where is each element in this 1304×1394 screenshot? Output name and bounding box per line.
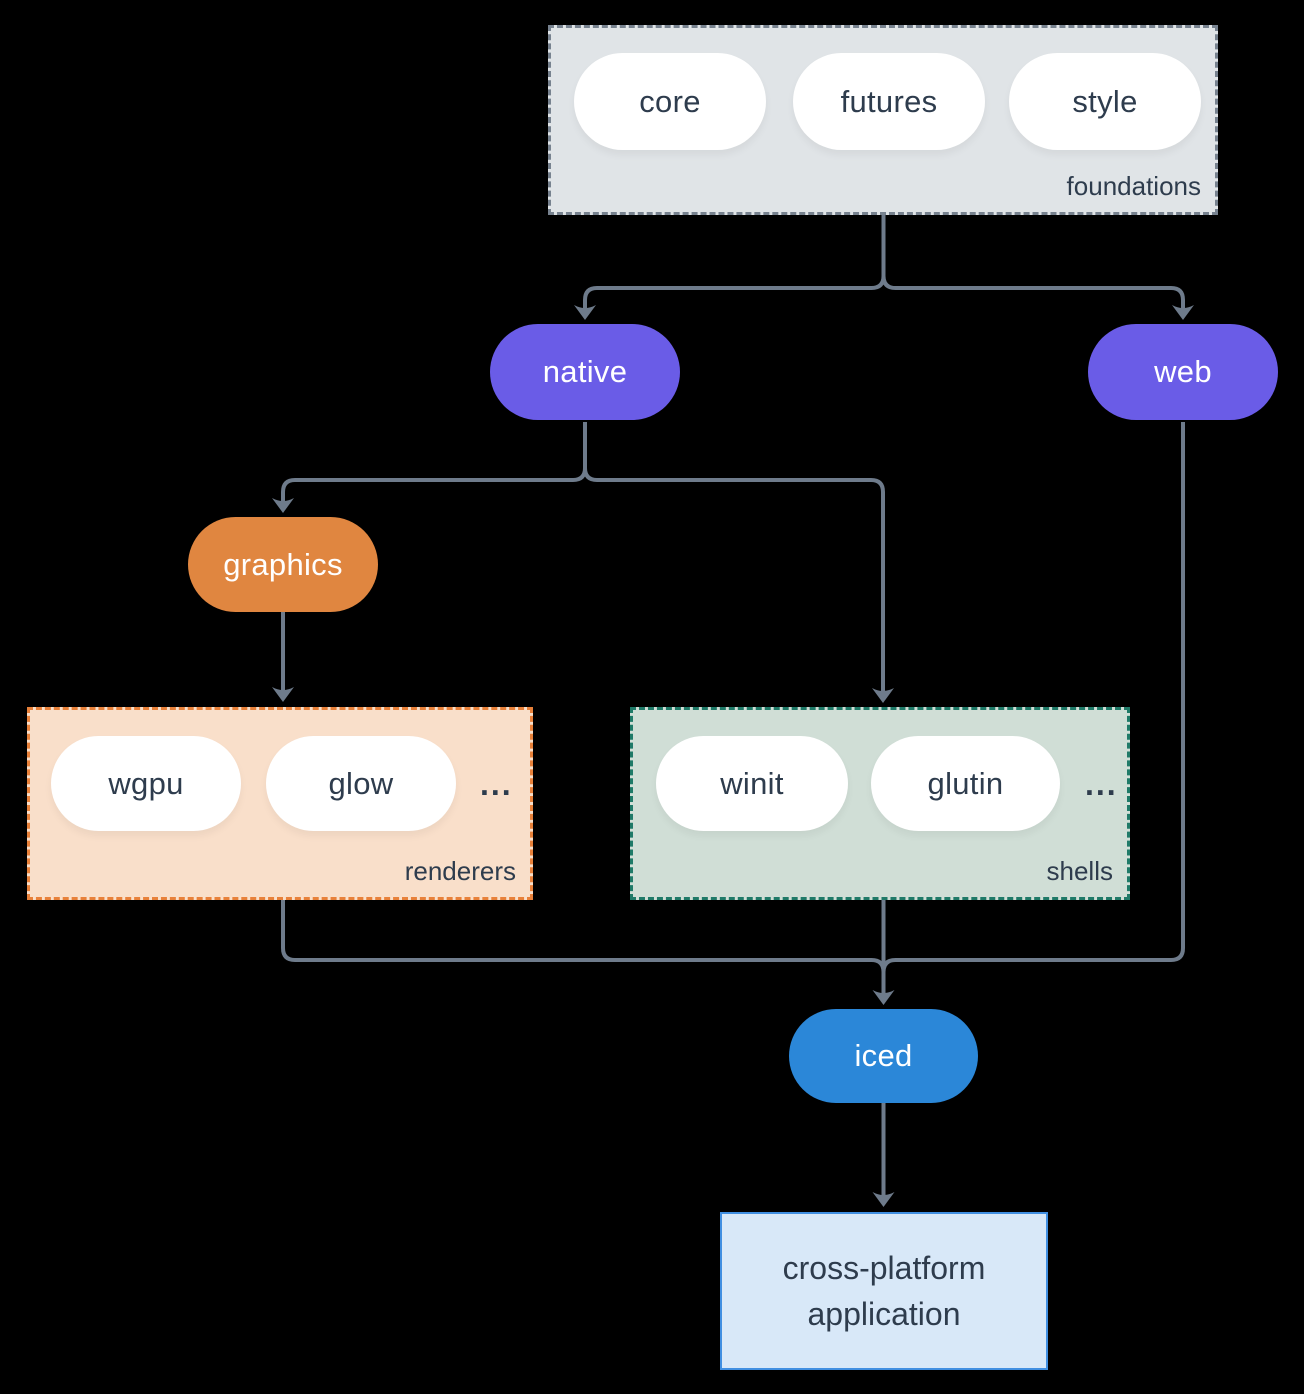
cross-platform-application-box: cross-platform application	[720, 1212, 1048, 1370]
node-core: core	[574, 53, 766, 150]
node-winit: winit	[656, 736, 848, 831]
renderers-ellipsis: ...	[480, 766, 513, 802]
foundations-group: core futures style foundations	[548, 25, 1218, 215]
node-style: style	[1009, 53, 1201, 150]
node-native: native	[490, 324, 680, 420]
application-label-line2: application	[807, 1296, 961, 1332]
renderers-label: renderers	[404, 856, 516, 886]
node-glutin: glutin	[871, 736, 1060, 831]
node-web: web	[1088, 324, 1278, 420]
node-iced: iced	[789, 1009, 978, 1103]
node-glow: glow	[266, 736, 456, 831]
foundations-label: foundations	[1066, 171, 1201, 201]
node-graphics: graphics	[188, 517, 378, 612]
shells-group: winit glutin ... shells	[630, 707, 1130, 900]
shells-ellipsis: ...	[1085, 766, 1118, 802]
application-label-line1: cross-platform	[782, 1250, 986, 1286]
renderers-group: wgpu glow ... renderers	[27, 707, 533, 900]
node-futures: futures	[793, 53, 985, 150]
shells-label: shells	[1046, 856, 1113, 886]
node-wgpu: wgpu	[51, 736, 241, 831]
